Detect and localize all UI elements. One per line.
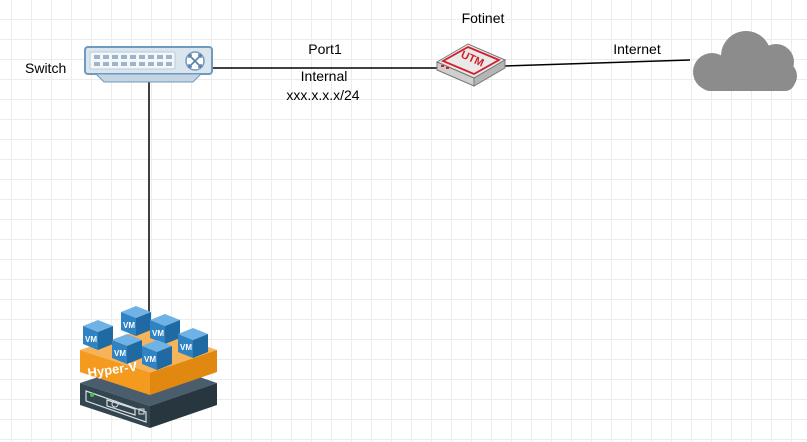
firewall-label: Fotinet xyxy=(461,10,505,26)
vm-icon: VM xyxy=(121,306,151,336)
port-label: Port1 xyxy=(308,41,342,57)
vm-cluster: VM VM VM VM VM VM xyxy=(83,306,208,370)
vm-icon: VM xyxy=(142,340,172,370)
vm-icon: VM xyxy=(112,334,142,364)
vm-label: VM xyxy=(152,329,164,338)
switch-icon xyxy=(84,46,213,83)
internet-label: Internet xyxy=(613,41,661,57)
vm-icon: VM xyxy=(178,328,208,358)
cloud-icon xyxy=(693,31,797,91)
vm-label: VM xyxy=(180,343,192,352)
vm-icon: VM xyxy=(83,320,113,350)
subnet-label: xxx.x.x.x/24 xyxy=(286,87,360,103)
link-firewall-internet xyxy=(504,59,691,67)
switch-label: Switch xyxy=(25,60,67,76)
utm-firewall-icon: UTM xyxy=(435,43,507,87)
vm-icon: VM xyxy=(150,314,180,344)
vm-label: VM xyxy=(85,335,97,344)
vm-label: VM xyxy=(114,349,126,358)
internal-label: Internal xyxy=(300,68,348,84)
vm-label: VM xyxy=(123,321,135,330)
hyperv-label: Hyper-V xyxy=(87,359,139,381)
vm-label: VM xyxy=(144,355,156,364)
